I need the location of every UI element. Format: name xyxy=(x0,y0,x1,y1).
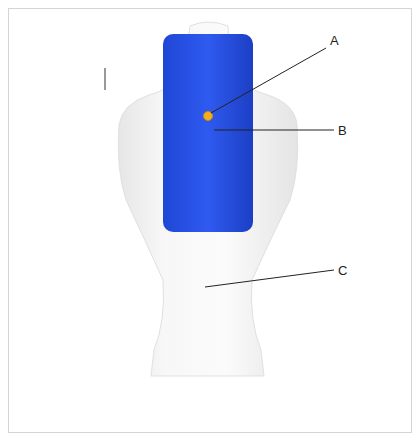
leader-line xyxy=(214,130,334,131)
callout-letter: C xyxy=(338,264,347,277)
leader-line xyxy=(205,270,334,287)
tick-mark xyxy=(104,68,106,90)
blue-pad xyxy=(163,34,253,232)
leader-line xyxy=(211,48,326,113)
torso-mannequin xyxy=(118,22,297,376)
callout-letter: B xyxy=(338,124,347,137)
callout-letter: A xyxy=(330,34,339,47)
frame-border xyxy=(9,9,412,433)
